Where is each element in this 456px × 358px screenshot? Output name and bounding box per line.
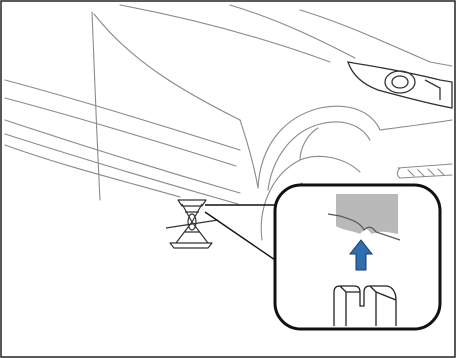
callout-zoom bbox=[275, 185, 440, 329]
